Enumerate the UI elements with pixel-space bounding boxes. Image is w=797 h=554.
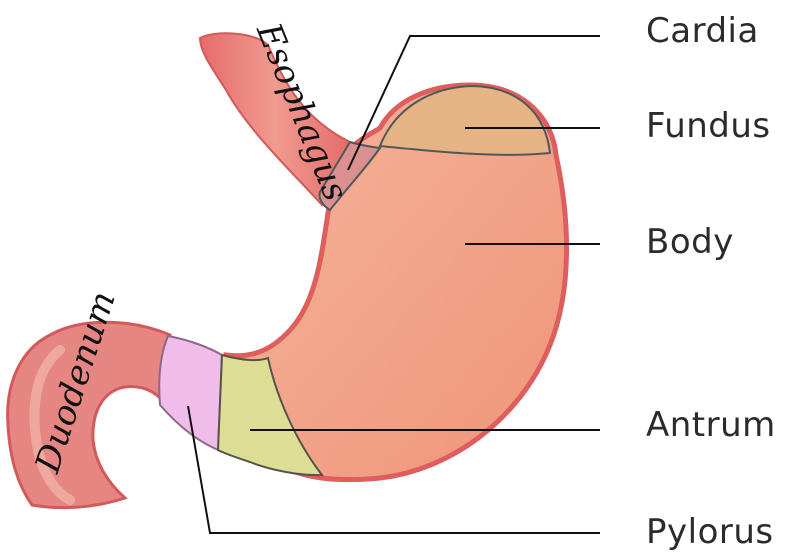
- pylorus-region: [159, 336, 222, 450]
- fundus-label: Fundus: [646, 109, 771, 143]
- pylorus-label: Pylorus: [646, 515, 774, 549]
- antrum-label: Antrum: [646, 408, 776, 442]
- cardia-label: Cardia: [646, 14, 759, 48]
- fundus-region: [380, 86, 550, 155]
- body-label: Body: [646, 225, 734, 259]
